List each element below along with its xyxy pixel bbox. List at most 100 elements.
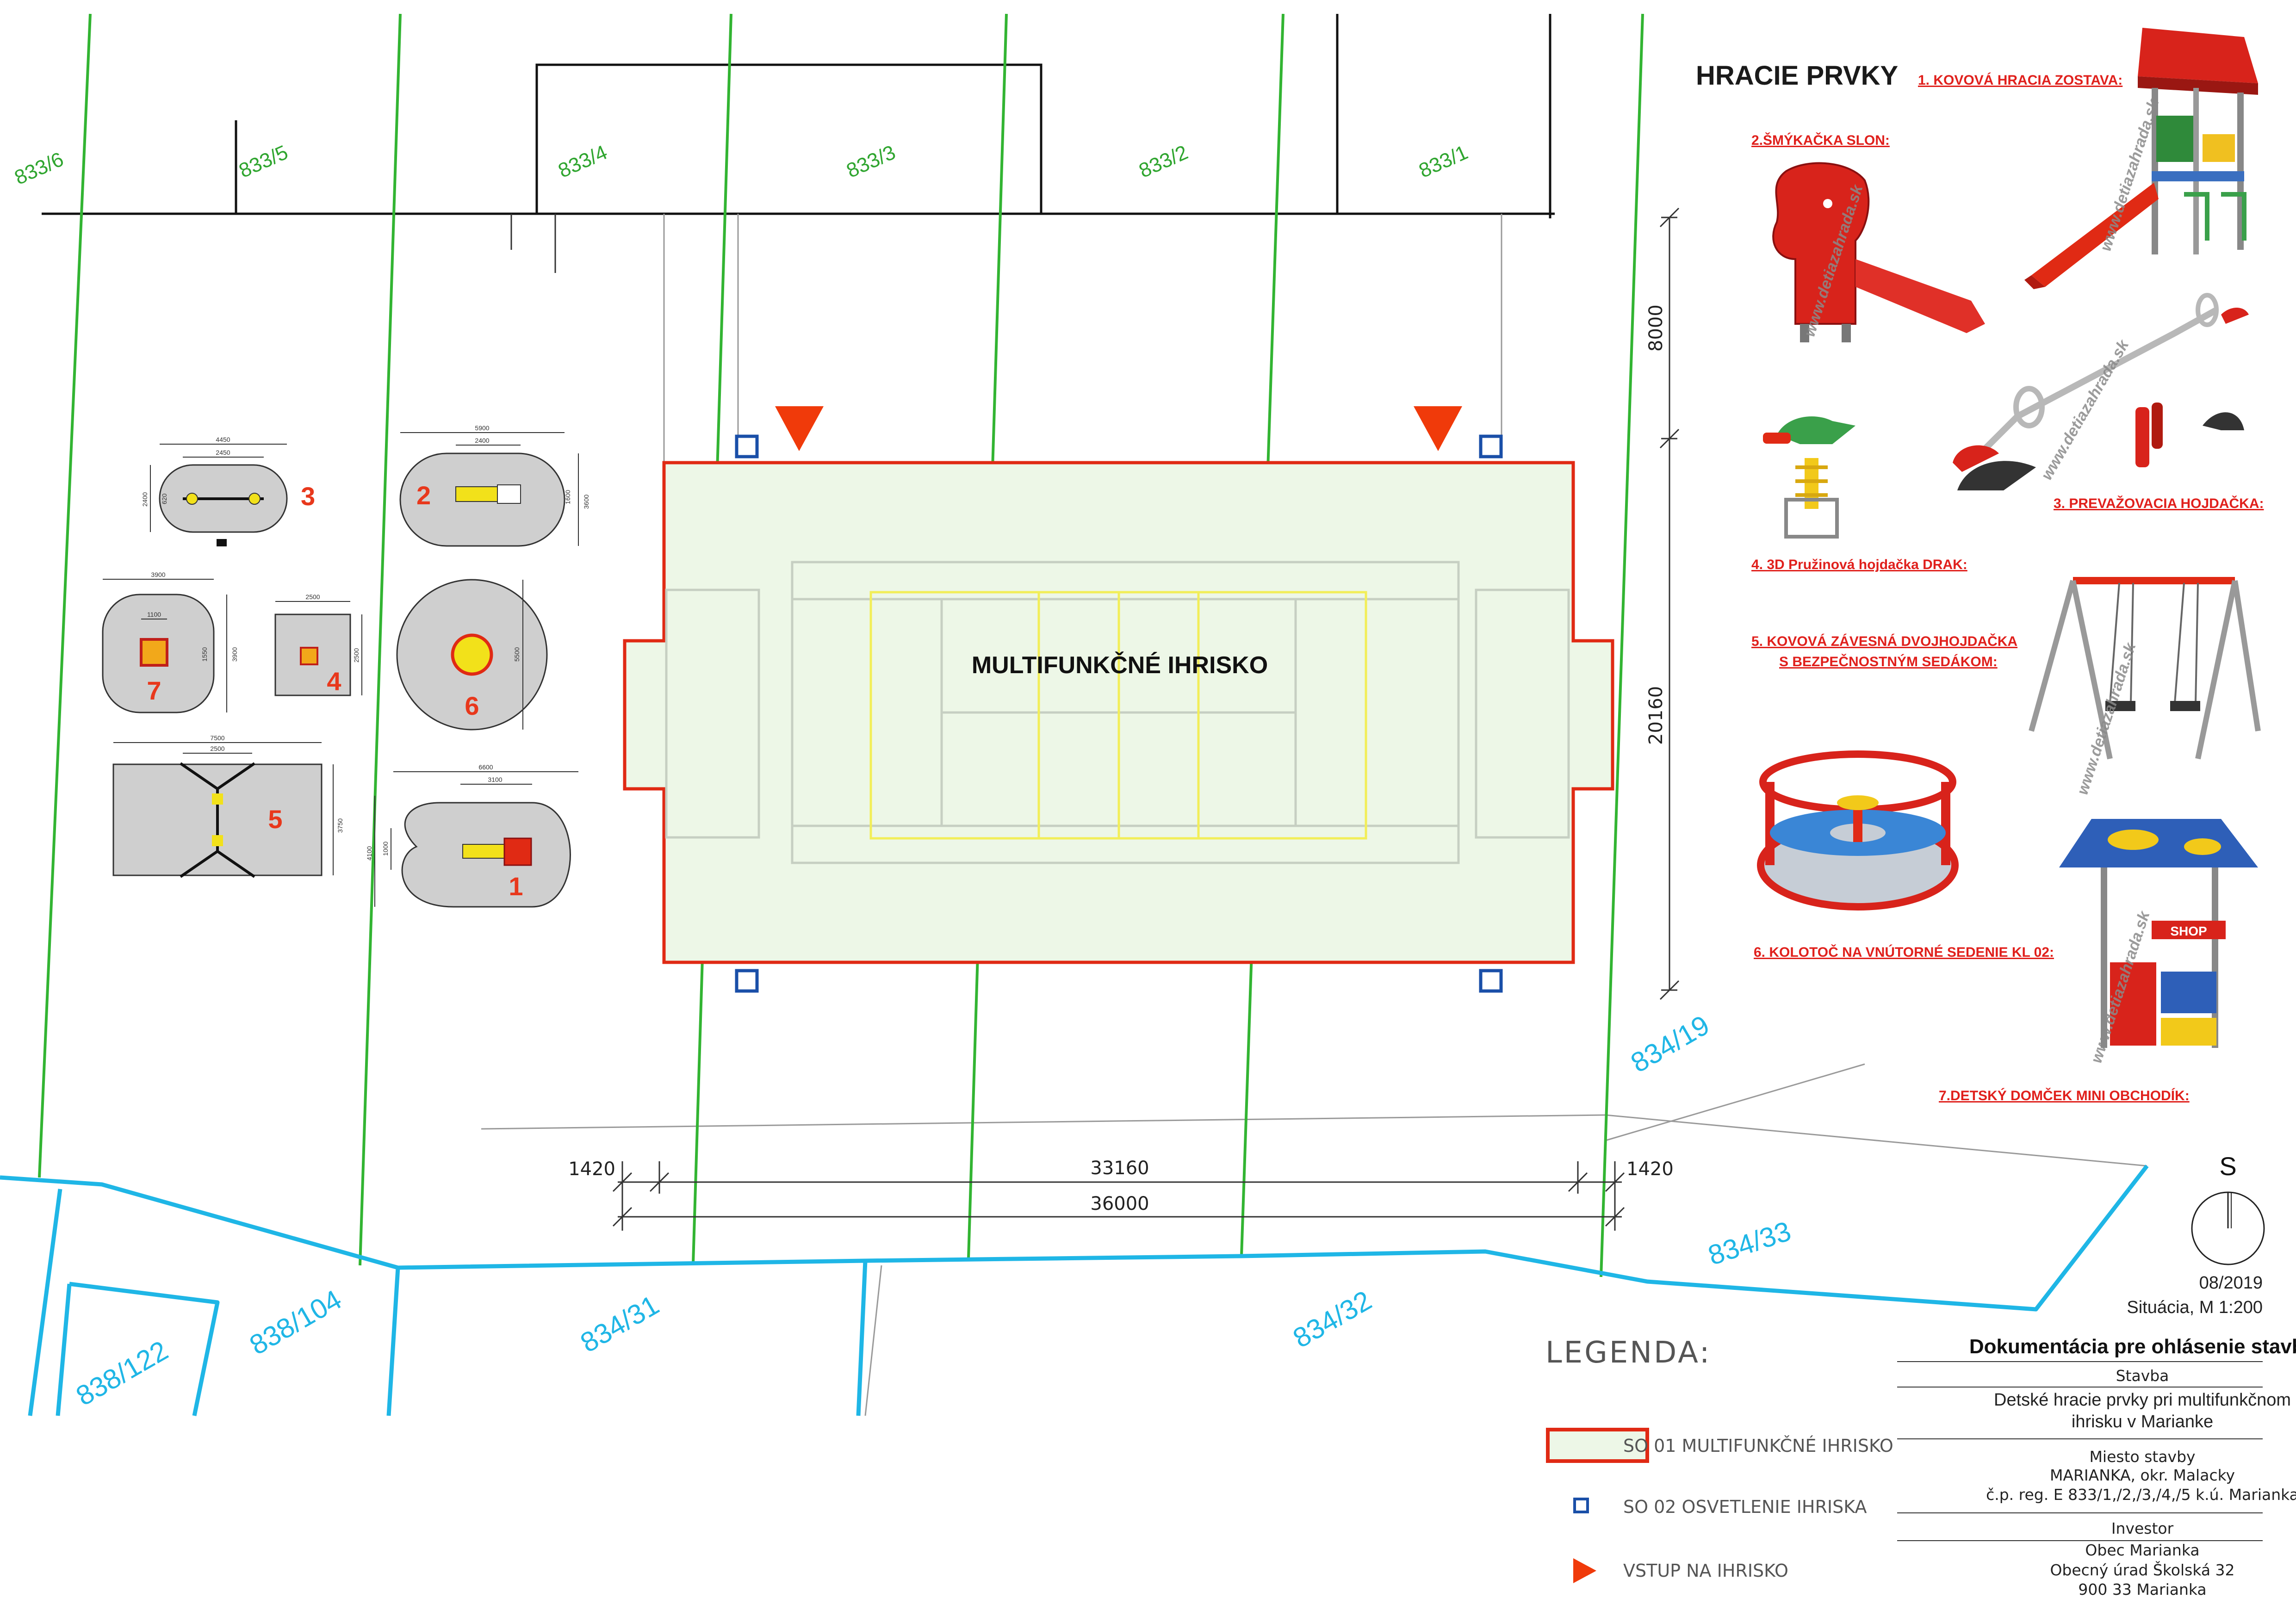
- dim-total: 36000: [1090, 1193, 1149, 1214]
- elephant-slide-illustration: [1772, 162, 1985, 342]
- dim-middle: 33160: [1090, 1158, 1149, 1179]
- light-marker: [1479, 434, 1503, 458]
- stavba-line: Detské hracie prvky pri multifunkčnom: [1994, 1390, 2291, 1410]
- dim-vertical-top: 8000: [1645, 304, 1667, 352]
- shop-sign: SHOP: [2170, 924, 2207, 938]
- light-marker: [735, 969, 759, 993]
- miesto-label: Miesto stavby: [2089, 1448, 2195, 1466]
- doc-scale: Situácia, M 1:200: [2127, 1298, 2263, 1317]
- legend-item: SO 01 MULTIFUNKČNÉ IHRISKO: [1623, 1436, 1893, 1456]
- title-block: 08/2019 Situácia, M 1:200 Dokumentácia p…: [1897, 1273, 2296, 1598]
- investor-line: 900 33 Marianka: [2078, 1580, 2206, 1598]
- catalog-heading: HRACIE PRVKY: [1696, 61, 1898, 91]
- legend: LEGENDA: SO 01 MULTIFUNKČNÉ IHRISKO SO 0…: [1545, 1336, 1893, 1583]
- lighting-markers: [735, 434, 1503, 993]
- element-4-number: 4: [327, 667, 341, 696]
- legend-entry-swatch: [1573, 1558, 1596, 1583]
- element-5-plan: 7500 2500 3750 5: [112, 734, 344, 878]
- carousel-illustration: [1757, 750, 1959, 911]
- element-3-number: 3: [301, 482, 315, 511]
- dim-vertical-main: 20160: [1645, 686, 1667, 745]
- element-2-dim: 5900: [475, 424, 489, 432]
- playhouse-shop-illustration: SHOP: [2059, 819, 2258, 1048]
- catalog-item-5: 5. KOVOVÁ ZÁVESNÁ DVOJHOJDAČKA: [1751, 633, 2017, 649]
- legend-court-swatch: [1546, 1428, 1649, 1463]
- north-arrow: S: [2191, 1152, 2265, 1265]
- element-6-dim: 5500: [513, 647, 521, 662]
- seesaw-illustration: [1953, 293, 2249, 490]
- legend-light-swatch: [1573, 1498, 1589, 1513]
- catalog-item-2: 2.ŠMÝKAČKA SLON:: [1751, 132, 1890, 148]
- element-5-dim: 3750: [336, 818, 344, 833]
- legend-title: LEGENDA:: [1545, 1336, 1711, 1370]
- element-3-dim: 4450: [216, 436, 230, 443]
- element-7-plan: 3900 1100 1550 3900 7: [102, 571, 238, 713]
- element-4-dim: 2500: [305, 593, 320, 601]
- stavba-line: ihrisku v Marianke: [2072, 1412, 2213, 1431]
- cadastral-boundary: [0, 1165, 2149, 1416]
- element-2-plan: 5900 2400 3600 1600 2: [399, 424, 590, 547]
- element-6-plan: 5500 6: [396, 579, 548, 731]
- element-3-dim: 620: [161, 493, 168, 504]
- element-2-dim: 1600: [564, 490, 571, 504]
- element-4-dim: 2500: [353, 648, 360, 663]
- element-3-dim: 2400: [141, 492, 149, 507]
- element-3-plan: 4450 2450 2400 620 3: [141, 436, 315, 546]
- reference-lines: [481, 214, 2147, 1416]
- element-3-dim: 2450: [216, 449, 230, 456]
- multifunctional-court: MULTIFUNKČNÉ IHRISKO: [623, 461, 1614, 964]
- doc-title: Dokumentácia pre ohlásenie stavby: [1969, 1335, 2296, 1358]
- element-4-plan: 2500 2500 4: [274, 593, 362, 696]
- doc-date: 08/2019: [2199, 1273, 2263, 1293]
- catalog-item-7: 7.DETSKÝ DOMČEK MINI OBCHODÍK:: [1939, 1088, 2190, 1103]
- element-1-dim: 4100: [366, 846, 373, 861]
- catalog-item-5-line2: S BEZPEČNOSTNÝM SEDÁKOM:: [1779, 654, 1998, 669]
- catalog-item-3: 3. PREVAŽOVACIA HOJDAČKA:: [2054, 496, 2264, 511]
- catalog-item-6: 6. KOLOTOČ NA VNÚTORNÉ SEDENIE KL 02:: [1754, 944, 2054, 960]
- play-tower-illustration: [2024, 28, 2258, 289]
- legend-item: VSTUP NA IHRISKO: [1623, 1561, 1788, 1581]
- investor-line: Obec Marianka: [2085, 1541, 2199, 1559]
- element-1-dim: 6600: [478, 763, 493, 771]
- element-5-dim: 2500: [210, 745, 224, 752]
- element-1-number: 1: [509, 872, 523, 901]
- light-marker: [1479, 969, 1503, 993]
- miesto-line: MARIANKA, okr. Malacky: [2050, 1466, 2235, 1484]
- element-5-dim: 7500: [210, 734, 224, 742]
- entry-marker: [775, 406, 824, 451]
- element-6-number: 6: [465, 691, 479, 720]
- investor-label: Investor: [2111, 1519, 2174, 1537]
- catalog-item-4: 4. 3D Pružinová hojdačka DRAK:: [1751, 557, 1967, 572]
- investor-line: Obecný úrad Školská 32: [2050, 1561, 2234, 1579]
- legend-item: SO 02 OSVETLENIE IHRISKA: [1623, 1497, 1867, 1517]
- element-7-dim: 3900: [231, 647, 238, 662]
- dimension-lines: [510, 207, 1680, 1231]
- court-label: MULTIFUNKČNÉ IHRISKO: [972, 651, 1268, 679]
- dim-side-right: 1420: [1626, 1158, 1674, 1180]
- north-label: S: [2219, 1152, 2236, 1181]
- dimension-texts: 1420 33160 1420 36000 8000 20160: [568, 304, 1674, 1214]
- entry-marker: [1414, 406, 1462, 451]
- light-marker: [735, 434, 759, 458]
- play-elements-plan: 4450 2450 2400 620 3 5900 2400 3600 1600…: [102, 424, 590, 908]
- element-7-number: 7: [147, 676, 161, 705]
- element-2-number: 2: [416, 481, 431, 510]
- element-1-plan: 6600 3100 4100 1000 1: [366, 763, 578, 908]
- element-2-dim: 3600: [583, 495, 590, 509]
- stavba-label: Stavba: [2116, 1367, 2169, 1385]
- element-1-dim: 3100: [488, 776, 502, 783]
- element-7-dim: 3900: [151, 571, 165, 578]
- entry-markers: [775, 406, 1462, 451]
- element-1-dim: 1000: [382, 842, 389, 856]
- dim-side-left: 1420: [568, 1158, 615, 1180]
- existing-buildings: [42, 14, 1555, 218]
- miesto-line: č.p. reg. E 833/1,/2,/3,/4,/5 k.ú. Maria…: [1986, 1486, 2296, 1504]
- element-2-dim: 2400: [475, 437, 489, 444]
- spring-dragon-illustration: [1763, 416, 1855, 539]
- element-5-number: 5: [268, 805, 282, 834]
- catalog-item-1: 1. KOVOVÁ HRACIA ZOSTAVA:: [1918, 72, 2122, 88]
- element-7-dim: 1100: [147, 611, 161, 618]
- element-7-dim: 1550: [201, 647, 208, 662]
- double-swing-illustration: [2029, 577, 2261, 760]
